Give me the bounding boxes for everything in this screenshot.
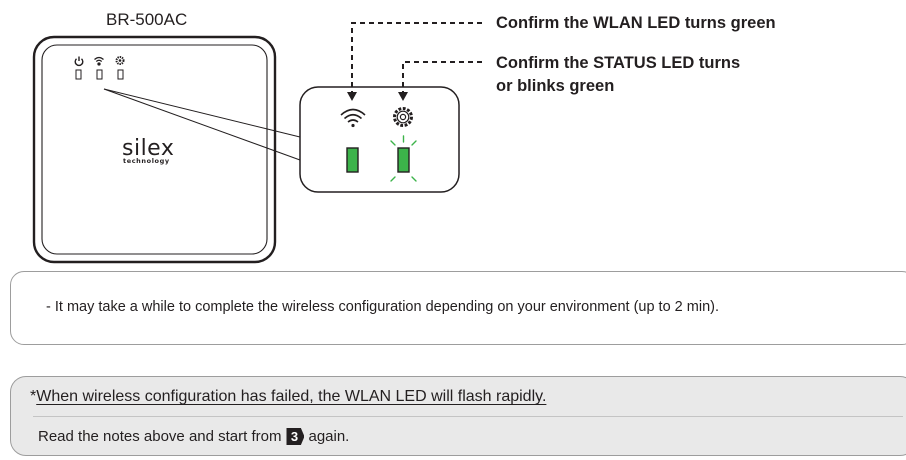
wlan-callout-text: Confirm the WLAN LED turns green bbox=[496, 14, 776, 32]
model-label: BR-500AC bbox=[106, 10, 187, 29]
status-callout-arrow bbox=[398, 61, 482, 101]
gear-icon bbox=[393, 107, 413, 127]
wifi-icon bbox=[94, 56, 104, 66]
wlan-callout-arrow bbox=[347, 22, 482, 101]
failure-body: Read the notes above and start from 3 ag… bbox=[38, 428, 349, 445]
failure-title-text: When wireless configuration has failed, … bbox=[36, 388, 547, 405]
note-box bbox=[10, 271, 906, 345]
status-led bbox=[117, 69, 124, 80]
router-device: silex technology bbox=[32, 35, 277, 264]
failure-title: *When wireless configuration has failed,… bbox=[30, 388, 546, 406]
brand-subtitle: technology bbox=[123, 157, 170, 165]
blink-rays bbox=[390, 135, 417, 182]
wlan-led bbox=[96, 69, 103, 80]
failure-prefix: * bbox=[30, 388, 37, 405]
wifi-icon bbox=[340, 108, 366, 128]
device-diagram: BR-500AC silex technology bbox=[32, 10, 776, 264]
status-callout-text-line1: Confirm the STATUS LED turns bbox=[496, 54, 740, 72]
step-badge: 3 bbox=[286, 428, 305, 445]
failure-body-after: again. bbox=[308, 428, 350, 445]
note-text: - It may take a while to complete the wi… bbox=[46, 299, 719, 315]
power-icon bbox=[74, 56, 84, 67]
zoom-line-bottom bbox=[103, 88, 301, 161]
status-led-green bbox=[397, 147, 410, 173]
failure-body-before: Read the notes above and start from bbox=[38, 428, 282, 445]
wlan-led-green bbox=[346, 147, 359, 173]
gear-icon bbox=[115, 56, 125, 65]
status-callout-text-line2: or blinks green bbox=[496, 77, 614, 95]
zoom-line-top bbox=[103, 88, 301, 138]
led-zoom-panel bbox=[299, 86, 460, 193]
power-led bbox=[75, 69, 82, 80]
brand-logo: silex bbox=[122, 136, 174, 161]
failure-divider bbox=[33, 416, 903, 417]
